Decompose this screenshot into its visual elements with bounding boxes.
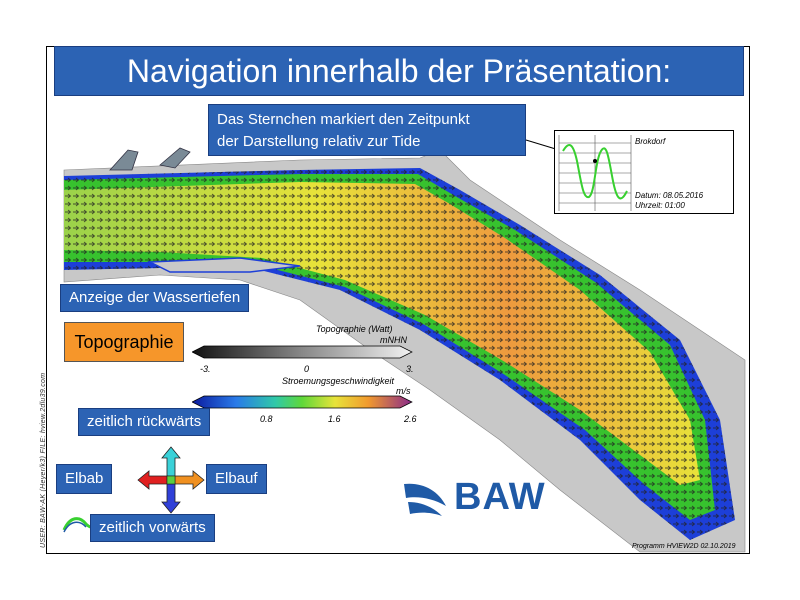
forward-button[interactable]: zeitlich vorwärts xyxy=(90,514,215,542)
topo-tick-max: 3. xyxy=(406,364,414,374)
topo-tick-mid: 0 xyxy=(304,364,310,374)
harbor-structure xyxy=(109,147,191,171)
topography-button[interactable]: Topographie xyxy=(64,322,184,362)
water-depth-button[interactable]: Anzeige der Wassertiefen xyxy=(60,284,250,312)
tide-date: Datum: 08.05.2016 xyxy=(635,191,704,200)
elbauf-button[interactable]: Elbauf xyxy=(206,464,267,494)
page-title: Navigation innerhalb der Präsentation: xyxy=(54,46,744,96)
baw-logo: BAW xyxy=(402,476,552,520)
star-callout-line1: Das Sternchen markiert den Zeitpunkt xyxy=(217,111,470,128)
tide-station: Brokdorf xyxy=(635,137,666,146)
topo-scale-unit: mNHN xyxy=(380,335,407,345)
star-callout: Das Sternchen markiert den Zeitpunkt der… xyxy=(208,104,526,156)
velocity-tick-2: 1.6 xyxy=(328,414,341,424)
tide-time: Uhrzeit: 01:00 xyxy=(635,201,685,210)
tide-curve xyxy=(558,135,632,211)
star-callout-line2: der Darstellung relativ zur Tide xyxy=(217,133,421,150)
footer-program: Programm HVIEW2D 02.10.2019 xyxy=(632,543,736,550)
velocity-tick-3: 2.6 xyxy=(404,414,417,424)
velocity-scale-title: Stroemungsgeschwindigkeit xyxy=(282,376,395,386)
topo-tick-min: -3. xyxy=(200,364,211,374)
baw-logo-text: BAW xyxy=(454,476,546,518)
velocity-scale-unit: m/s xyxy=(396,386,411,396)
elbab-button[interactable]: Elbab xyxy=(56,464,113,494)
topo-scale-title: Topographie (Watt) xyxy=(316,324,393,334)
velocity-scale-bar xyxy=(192,395,413,409)
navigation-cross-icon[interactable] xyxy=(136,445,206,515)
tide-chart[interactable]: Brokdorf Datum: 08.05.2016 Uhrzeit: 01:0… xyxy=(554,130,734,214)
island xyxy=(147,257,301,273)
backward-button[interactable]: zeitlich rückwärts xyxy=(78,408,211,436)
topo-scale-bar xyxy=(192,345,413,359)
velocity-tick-1: 0.8 xyxy=(260,414,273,424)
baw-swoosh-icon xyxy=(404,483,446,516)
